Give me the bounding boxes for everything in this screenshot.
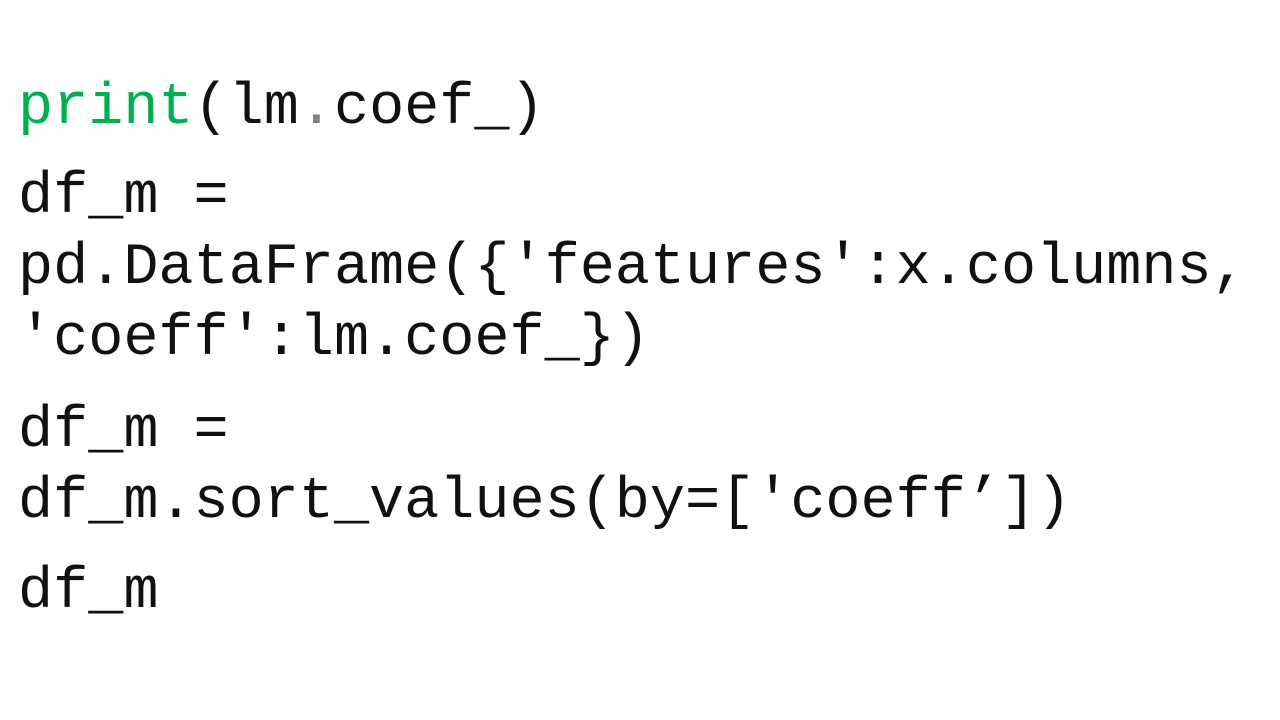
print-arg-open: (lm [193, 74, 299, 141]
code-line-sort-values: df_m.sort_values(by=['coeff’]) [18, 468, 1072, 535]
attribute-dot: . [298, 74, 334, 141]
code-line-dataframe-construct: pd.DataFrame({'features':x.columns, [18, 234, 1247, 301]
code-line-print-coef: print(lm.coef_) [18, 78, 545, 138]
code-line-dfm-display: df_m [18, 558, 159, 625]
print-arg-rest: coef_) [333, 74, 545, 141]
code-line-dataframe-coeff: 'coeff':lm.coef_}) [18, 305, 650, 372]
print-keyword: print [18, 74, 194, 141]
code-line-dfm-assign-2: df_m = [18, 397, 229, 464]
code-line-dfm-assign-1: df_m = [18, 163, 229, 230]
